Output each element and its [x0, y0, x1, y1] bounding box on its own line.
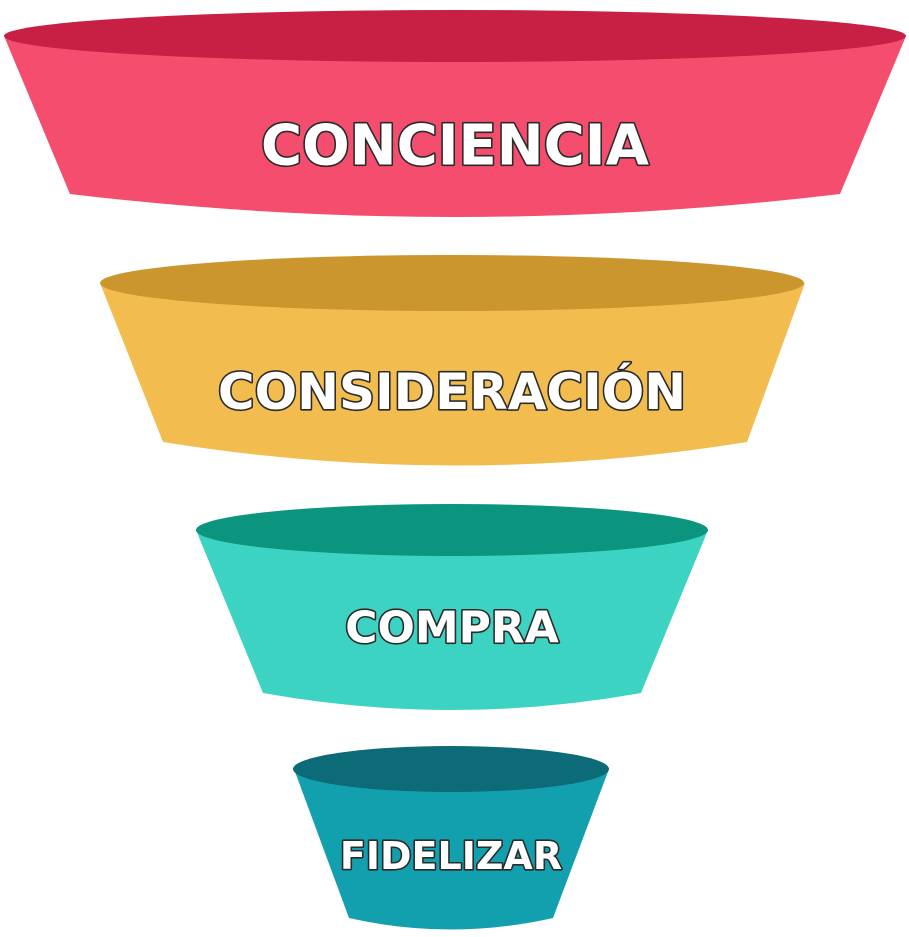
funnel-stage-compra: COMPRA: [196, 504, 708, 710]
funnel-stage-body: [100, 283, 805, 466]
funnel-stage-rim: [100, 255, 804, 311]
stage-label-compra: COMPRA: [345, 603, 559, 654]
funnel-stage-body: [196, 530, 708, 710]
funnel-stage-body: [294, 769, 609, 930]
funnel-stage-rim: [293, 746, 609, 792]
funnel-stage-body: [4, 36, 906, 217]
funnel-stage-rim: [4, 10, 906, 62]
funnel-stage-conciencia: CONCIENCIA: [4, 10, 906, 217]
funnel-stage-rim: [196, 504, 708, 556]
stage-label-conciencia: CONCIENCIA: [261, 114, 650, 179]
funnel-stage-fidelizar: FIDELIZAR: [293, 746, 609, 930]
stage-label-consideracion: CONSIDERACIÓN: [218, 362, 686, 421]
funnel-stage-consideracion: CONSIDERACIÓN: [100, 255, 805, 466]
stage-label-fidelizar: FIDELIZAR: [340, 834, 562, 878]
